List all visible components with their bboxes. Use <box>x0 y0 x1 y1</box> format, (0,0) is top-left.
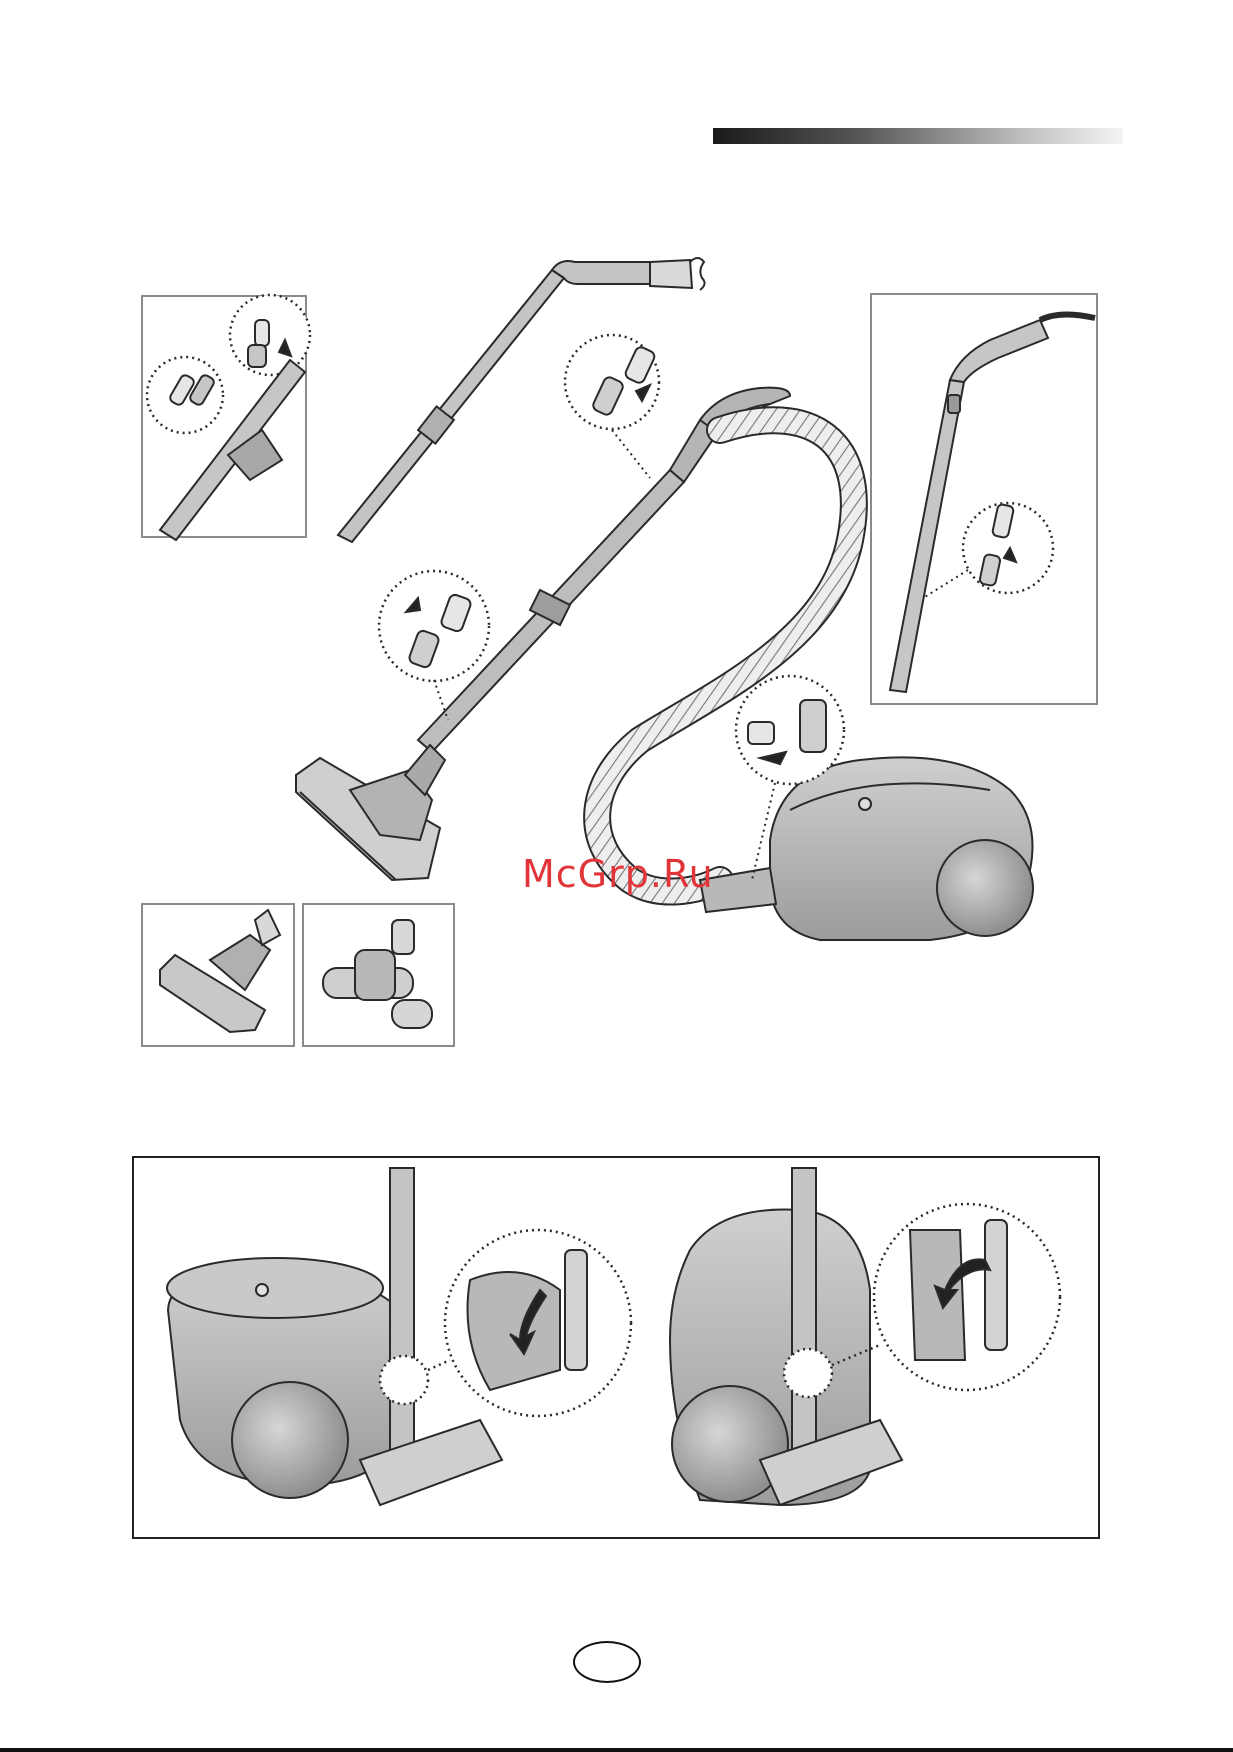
floor-nozzle-main-icon <box>296 745 445 880</box>
storage-vertical-icon <box>670 1168 902 1505</box>
watermark-text: McGrp.Ru <box>522 852 714 896</box>
floor-nozzle-b-icon <box>323 920 432 1028</box>
bottom-rule <box>0 1748 1233 1752</box>
page-number-badge <box>573 1641 641 1683</box>
floor-nozzle-a-icon <box>160 910 280 1032</box>
vacuum-body-main-icon <box>700 757 1033 940</box>
straight-pipe-detail-icon <box>890 314 1095 692</box>
storage-vertical-detail-icon <box>910 1220 1007 1360</box>
